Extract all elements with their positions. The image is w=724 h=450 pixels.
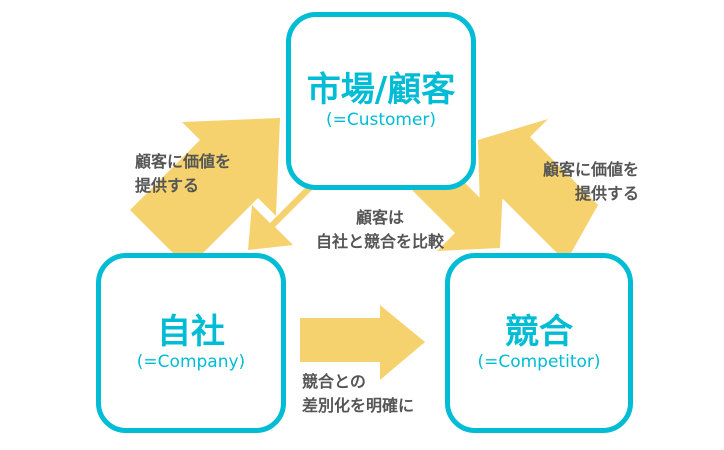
company-title: 自社 [157,312,225,353]
customer-subtitle: (=Customer) [325,109,437,130]
competitor-node: 競合 (=Competitor) [445,253,633,433]
label-competitor-to-customer: 顧客に価値を 提供する [523,158,639,206]
company-subtitle: (=Company) [136,351,246,372]
label-line: 競合との [302,372,366,391]
arrow-customer-to-company [248,176,322,250]
label-line: 提供する [574,184,639,203]
label-company-vs-competitor: 競合との 差別化を明確に [302,370,414,418]
label-line: 顧客に価値を [542,160,639,179]
competitor-title: 競合 [505,312,573,353]
label-line: 顧客に価値を [135,152,232,171]
competitor-subtitle: (=Competitor) [477,351,601,372]
label-line: 差別化を明確に [302,396,415,415]
arrow-competitor-to-customer [478,119,598,262]
customer-title: 市場/顧客 [306,70,456,111]
arrow-company-to-competitor [300,305,425,380]
label-line: 自社と競合を比較 [315,232,444,251]
company-node: 自社 (=Company) [96,253,286,433]
arrow-company-to-customer [130,118,280,268]
label-line: 提供する [135,176,200,195]
label-customer-compares: 顧客は 自社と競合を比較 [290,206,470,254]
label-line: 顧客は [355,208,404,227]
label-company-to-customer: 顧客に価値を 提供する [135,150,231,198]
customer-node: 市場/顧客 (=Customer) [286,12,476,190]
